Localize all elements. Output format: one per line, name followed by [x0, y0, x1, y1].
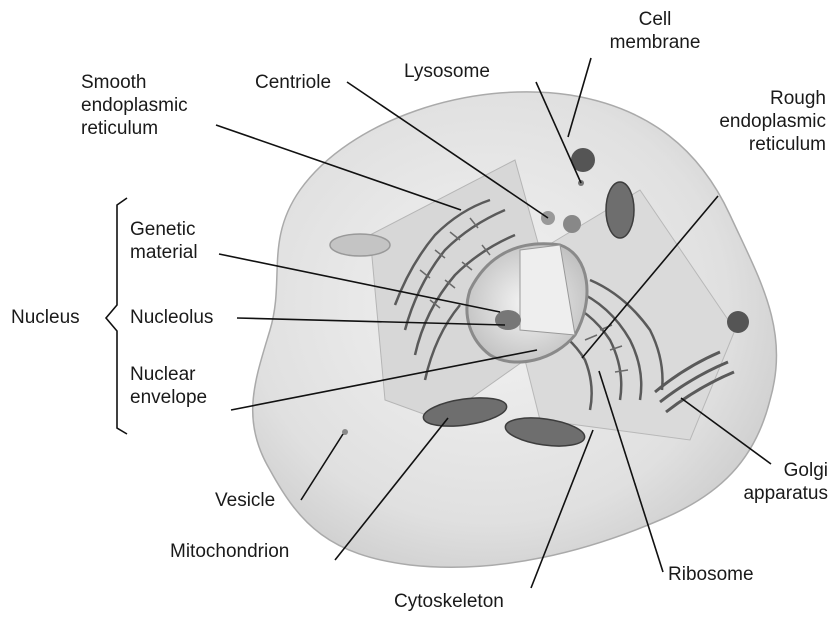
smooth-er-line-3: reticulum	[81, 117, 188, 140]
nuclear-envelope-line-2: envelope	[130, 386, 207, 409]
label-mitochondrion: Mitochondrion	[170, 540, 289, 563]
label-vesicle: Vesicle	[215, 489, 275, 512]
label-golgi: Golgi apparatus	[730, 459, 828, 505]
cell-membrane-line-2: membrane	[590, 31, 720, 54]
nuclear-envelope-line-1: Nuclear	[130, 363, 207, 386]
label-genetic-material: Genetic material	[130, 218, 198, 264]
golgi-line-2: apparatus	[730, 482, 828, 505]
label-smooth-er: Smooth endoplasmic reticulum	[81, 71, 188, 140]
label-cytoskeleton: Cytoskeleton	[394, 590, 504, 613]
rough-er-line-3: reticulum	[648, 133, 826, 156]
label-nucleolus: Nucleolus	[130, 306, 213, 329]
label-centriole: Centriole	[255, 71, 331, 94]
label-lysosome: Lysosome	[404, 60, 490, 83]
label-cell-membrane: Cell membrane	[590, 8, 720, 54]
label-rough-er: Rough endoplasmic reticulum	[648, 87, 826, 156]
cell-membrane-line-1: Cell	[590, 8, 720, 31]
nucleolus-shape	[495, 310, 521, 330]
smooth-er-line-2: endoplasmic	[81, 94, 188, 117]
label-nucleus: Nucleus	[11, 306, 80, 329]
label-nuclear-envelope: Nuclear envelope	[130, 363, 207, 409]
label-ribosome: Ribosome	[668, 563, 754, 586]
genetic-material-line-1: Genetic	[130, 218, 198, 241]
rough-er-line-1: Rough	[648, 87, 826, 110]
genetic-material-line-2: material	[130, 241, 198, 264]
golgi-line-1: Golgi	[730, 459, 828, 482]
smooth-er-line-1: Smooth	[81, 71, 188, 94]
nucleus-bracket	[106, 198, 127, 434]
rough-er-line-2: endoplasmic	[648, 110, 826, 133]
